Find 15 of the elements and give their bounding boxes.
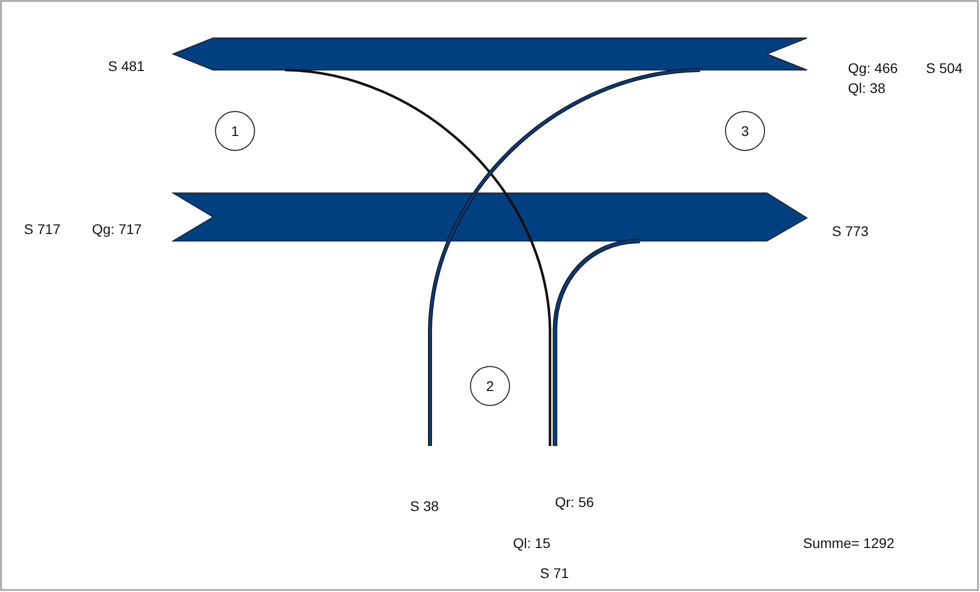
flow-value-label: S 38 [410,498,439,514]
flow-value-label: Qg: 466 [848,60,898,76]
numbered-circle: 1 [215,111,255,151]
flow-value-label: Qr: 56 [555,494,594,510]
flow-value-label: Summe= 1292 [803,535,894,551]
flow-value-label: S 504 [926,60,963,76]
flow-value-label: Ql: 15 [513,535,550,551]
numbered-circle: 3 [725,111,765,151]
flow-value-label: S 481 [108,58,145,74]
flow-value-label: S 71 [540,565,569,581]
flow-value-label: Ql: 38 [848,80,886,96]
flow-value-label: Qg: 717 [92,221,142,237]
flow-value-label: S 773 [832,223,869,239]
flow-value-label: S 717 [24,221,61,237]
numbered-circle: 2 [470,366,510,406]
